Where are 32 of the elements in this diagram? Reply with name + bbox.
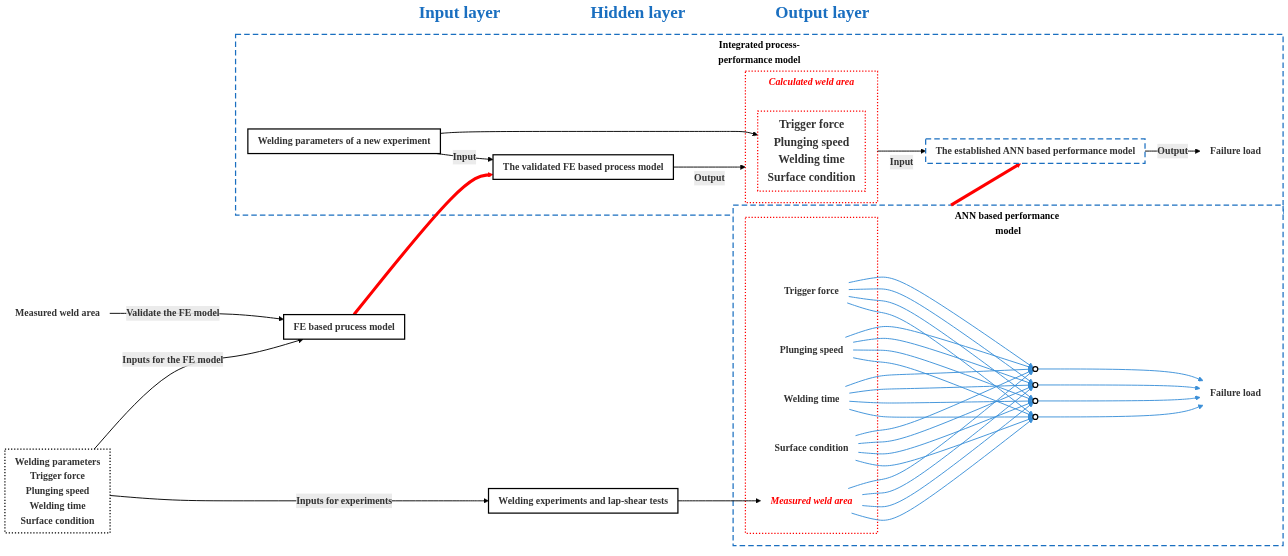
edge-label: Output <box>1157 145 1188 157</box>
node-text: Measured weld area <box>770 495 853 506</box>
edge-label: Validate the FE model <box>126 307 220 319</box>
node-text: Failure load <box>1210 387 1261 398</box>
node-box: The validated FE based process model <box>492 154 675 180</box>
node-box: Welding experiments and lap-shear tests <box>487 487 679 514</box>
edge-label: Inputs for experiments <box>296 495 393 506</box>
edge-label: Inputs for the FE model <box>122 353 224 365</box>
node-circle <box>1032 365 1039 373</box>
node-box: Trigger force Plunging speed Welding time Surface condition <box>757 110 866 192</box>
cluster <box>744 216 879 534</box>
node-box: Welding parameters Trigger force Plunging speed Welding time Surface condition <box>4 448 111 534</box>
node-text: Failure load <box>1210 145 1261 157</box>
node-text: Measured weld area <box>15 307 100 319</box>
node-text: Trigger force <box>784 285 839 296</box>
arrow <box>950 163 1022 207</box>
edge-label: Input <box>889 156 914 168</box>
edge-label: Input <box>452 151 477 163</box>
node-circle <box>1032 397 1039 404</box>
node-text: Welding time <box>783 393 840 404</box>
edge-label: Output <box>694 172 725 184</box>
arrow <box>352 172 494 316</box>
node-circle <box>1032 381 1039 389</box>
node-box: FE based prucess model <box>283 313 406 340</box>
layer-heading: Hidden layer <box>590 3 686 23</box>
node-text: Plunging speed <box>779 344 844 355</box>
layer-heading: Input layer <box>418 3 501 23</box>
node-circle <box>1032 413 1039 420</box>
layer-heading: Output layer <box>775 3 870 23</box>
node-text: Surface condition <box>774 442 849 453</box>
node-box: Welding parameters of a new experiment <box>247 128 442 155</box>
node-box: The established ANN based performance model <box>925 138 1146 164</box>
